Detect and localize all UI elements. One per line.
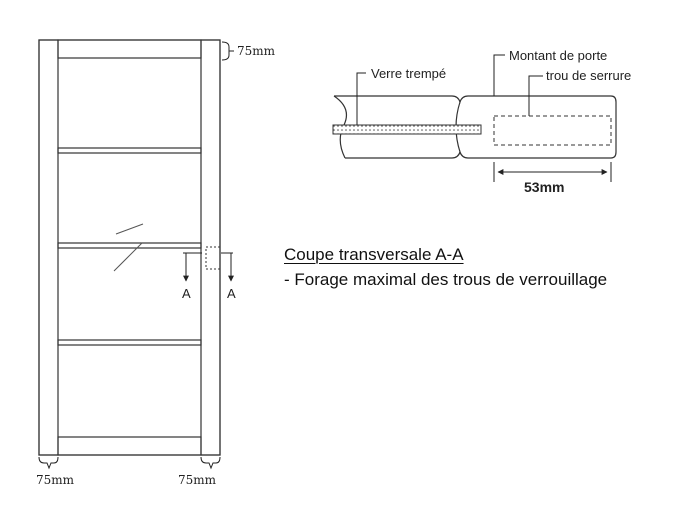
leaders [356, 54, 543, 125]
dim-bore-depth: 53mm [524, 179, 564, 195]
dim-top-right: 75mm [237, 44, 276, 58]
lock-hole-marker [205, 246, 221, 270]
section-arrows [183, 252, 234, 282]
label-lock-hole: trou de serrure [546, 68, 631, 83]
bore-depth-dimension [493, 162, 612, 182]
bottom-left-bracket [38, 456, 59, 470]
dim-bottom-left: 75mm [36, 473, 75, 487]
door-elevation [38, 39, 221, 456]
caption-title: Coupe transversale A-A [284, 245, 464, 264]
dim-bottom-right: 75mm [178, 473, 217, 487]
section-mark-right: A [227, 286, 236, 301]
label-tempered-glass: Verre trempé [371, 66, 446, 81]
tempered-glass [332, 124, 482, 135]
top-right-bracket [221, 41, 234, 61]
section-mark-left: A [182, 286, 191, 301]
label-door-stile: Montant de porte [509, 48, 607, 63]
top-rail [57, 39, 202, 59]
glass-reflection-marks [113, 223, 144, 272]
bottom-rail [57, 436, 202, 456]
bottom-right-bracket [200, 456, 221, 470]
divider-3 [57, 339, 202, 346]
divider-1 [57, 147, 202, 154]
left-stile [38, 39, 59, 456]
divider-2 [57, 242, 202, 249]
caption-subtitle: - Forage maximal des trous de verrouilla… [284, 270, 608, 289]
lock-bore [493, 115, 612, 146]
